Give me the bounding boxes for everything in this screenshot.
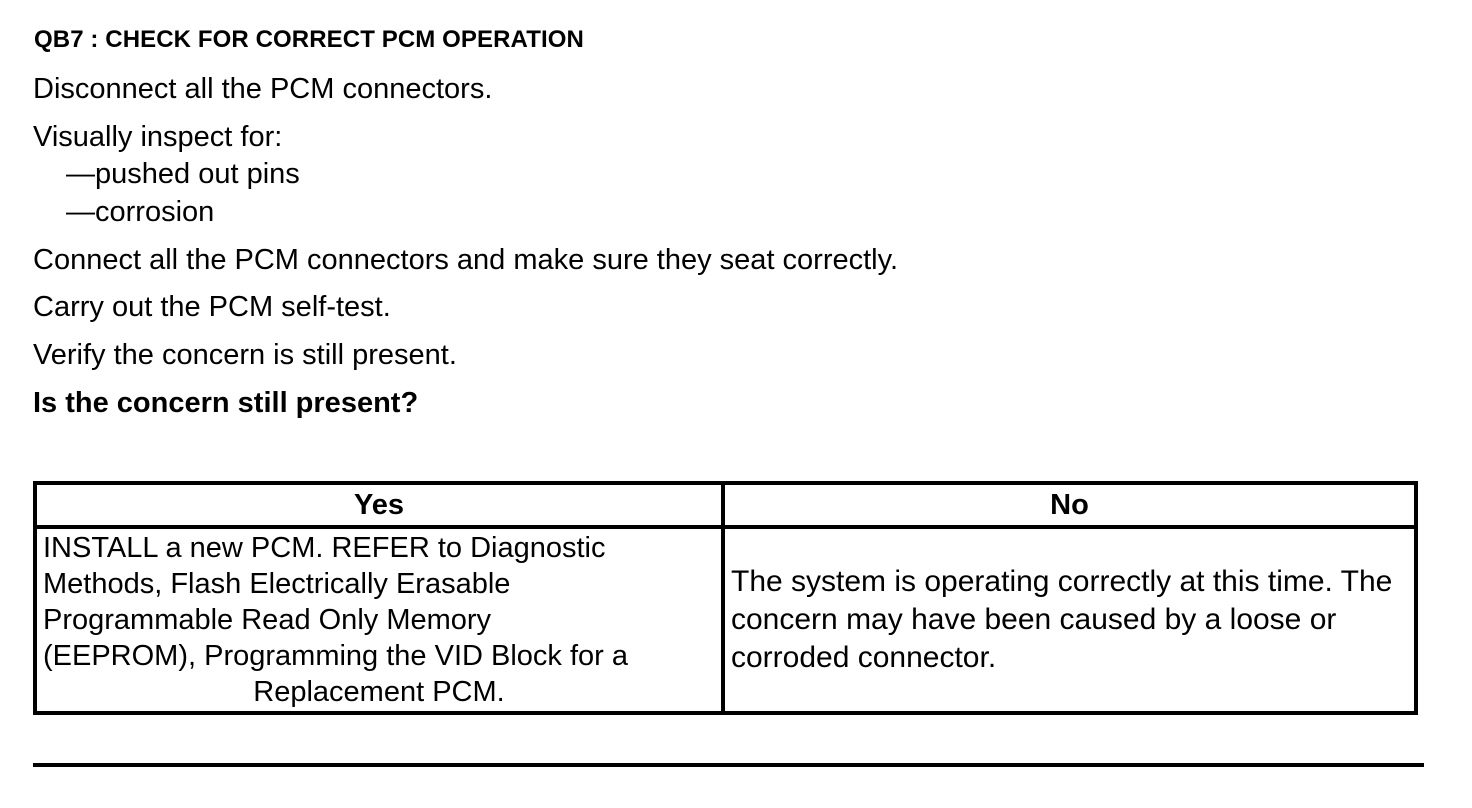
yes-line: Methods, Flash Electrically Erasable — [43, 568, 511, 600]
yes-action-cell: INSTALL a new PCM. REFER to Diagnostic M… — [33, 525, 725, 715]
no-action-cell: The system is operating correctly at thi… — [721, 525, 1418, 715]
step-inspect: Visually inspect for: — [33, 121, 283, 153]
question: Is the concern still present? — [33, 387, 419, 419]
header-no: No — [721, 481, 1418, 529]
yes-line: (EEPROM), Programming the VID Block for … — [43, 640, 628, 672]
header-yes: Yes — [33, 481, 725, 529]
step-disconnect: Disconnect all the PCM connectors. — [33, 73, 493, 105]
yes-line: Replacement PCM. — [253, 676, 505, 708]
answer-table: Yes No INSTALL a new PCM. REFER to Diagn… — [33, 481, 1418, 715]
procedure-heading: QB7 : CHECK FOR CORRECT PCM OPERATION — [34, 26, 584, 53]
table-row: INSTALL a new PCM. REFER to Diagnostic M… — [33, 525, 1418, 715]
table-header-row: Yes No — [33, 481, 1418, 529]
inspect-item-corrosion: —corrosion — [66, 196, 215, 228]
step-connect: Connect all the PCM connectors and make … — [33, 244, 899, 276]
step-self-test: Carry out the PCM self-test. — [33, 291, 391, 323]
yes-line: INSTALL a new PCM. REFER to Diagnostic — [43, 532, 606, 564]
inspect-item-pins: —pushed out pins — [66, 158, 300, 190]
bottom-rule-divider — [33, 763, 1424, 767]
step-verify: Verify the concern is still present. — [33, 339, 457, 371]
yes-line: Programmable Read Only Memory — [43, 604, 492, 636]
